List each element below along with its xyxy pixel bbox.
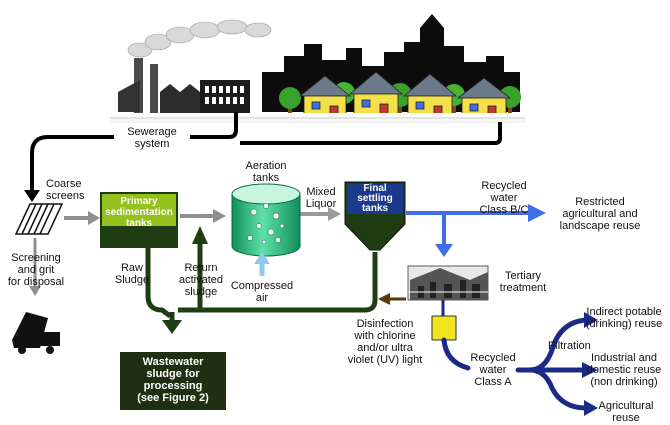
compressed-air-label: Compressed air	[230, 280, 294, 304]
primary-tank	[100, 192, 178, 248]
sewer-city-line	[240, 122, 502, 145]
tertiary-return-arrowhead	[378, 293, 390, 305]
sewer-arrowhead	[24, 190, 40, 202]
sludge-arrowhead	[162, 320, 182, 334]
class-a-flow	[441, 317, 589, 411]
final-settling-label: Final settling tanks	[357, 183, 393, 214]
class-a-arrowheads	[582, 312, 598, 416]
smoke-icon	[127, 19, 272, 58]
final-settling-tank	[344, 181, 406, 251]
screening-grit-label: Screening and grit for disposal	[7, 252, 65, 288]
sludge-lines	[145, 240, 378, 322]
sewerage-system-label: Sewerage system	[114, 126, 190, 150]
return-sludge-label: Return activated sludge	[178, 262, 224, 298]
primary-tanks-label: Primary sedimentation tanks	[105, 196, 173, 229]
return-sludge-arrowhead	[192, 226, 208, 244]
agricultural-label: Agricultural reuse	[598, 400, 654, 424]
dump-truck-icon	[12, 312, 60, 354]
tertiary-plant-icon	[407, 265, 489, 301]
mixed-liquor-label: Mixed Liquor	[305, 186, 337, 210]
coarse-screens-label: Coarse screens	[46, 178, 85, 202]
wastewater-sludge-label: Wastewater sludge for processing (see Fi…	[137, 356, 209, 404]
final-sludge-line	[178, 252, 378, 313]
disinfection-box	[431, 315, 457, 341]
industrial-domestic-label: Industrial and domestic reuse (non drink…	[586, 352, 662, 388]
screening-arrowhead	[29, 286, 41, 296]
raw-sludge-label: Raw Sludge	[114, 262, 150, 286]
sludge-processing-box	[120, 352, 226, 410]
tertiary-label: Tertiary treatment	[499, 270, 547, 294]
disinfection-label: Disinfection with chlorine and/or ultra …	[347, 318, 423, 366]
city-scene	[110, 14, 525, 123]
raw-sludge-line	[145, 248, 172, 318]
aeration-tanks-label: Aeration tanks	[245, 160, 287, 184]
factory-icon	[118, 58, 250, 114]
filtration-label: FIltration	[548, 340, 591, 352]
compressed-air-arrowhead	[254, 252, 270, 264]
restricted-reuse-label: Restricted agricultural and landscape re…	[559, 196, 641, 232]
aeration-tank	[231, 183, 301, 257]
recycled-a-label: Recycled water Class A	[470, 352, 516, 388]
recycled-bc-label: Recycled water Class B/C	[479, 180, 529, 216]
air-bubbles	[247, 203, 285, 245]
wastewater-flow	[64, 207, 341, 225]
indirect-potable-label: Indirect potable (drinking) reuse	[585, 306, 663, 330]
coarse-screens-icon	[14, 203, 64, 235]
clean-water-flow	[406, 204, 546, 257]
